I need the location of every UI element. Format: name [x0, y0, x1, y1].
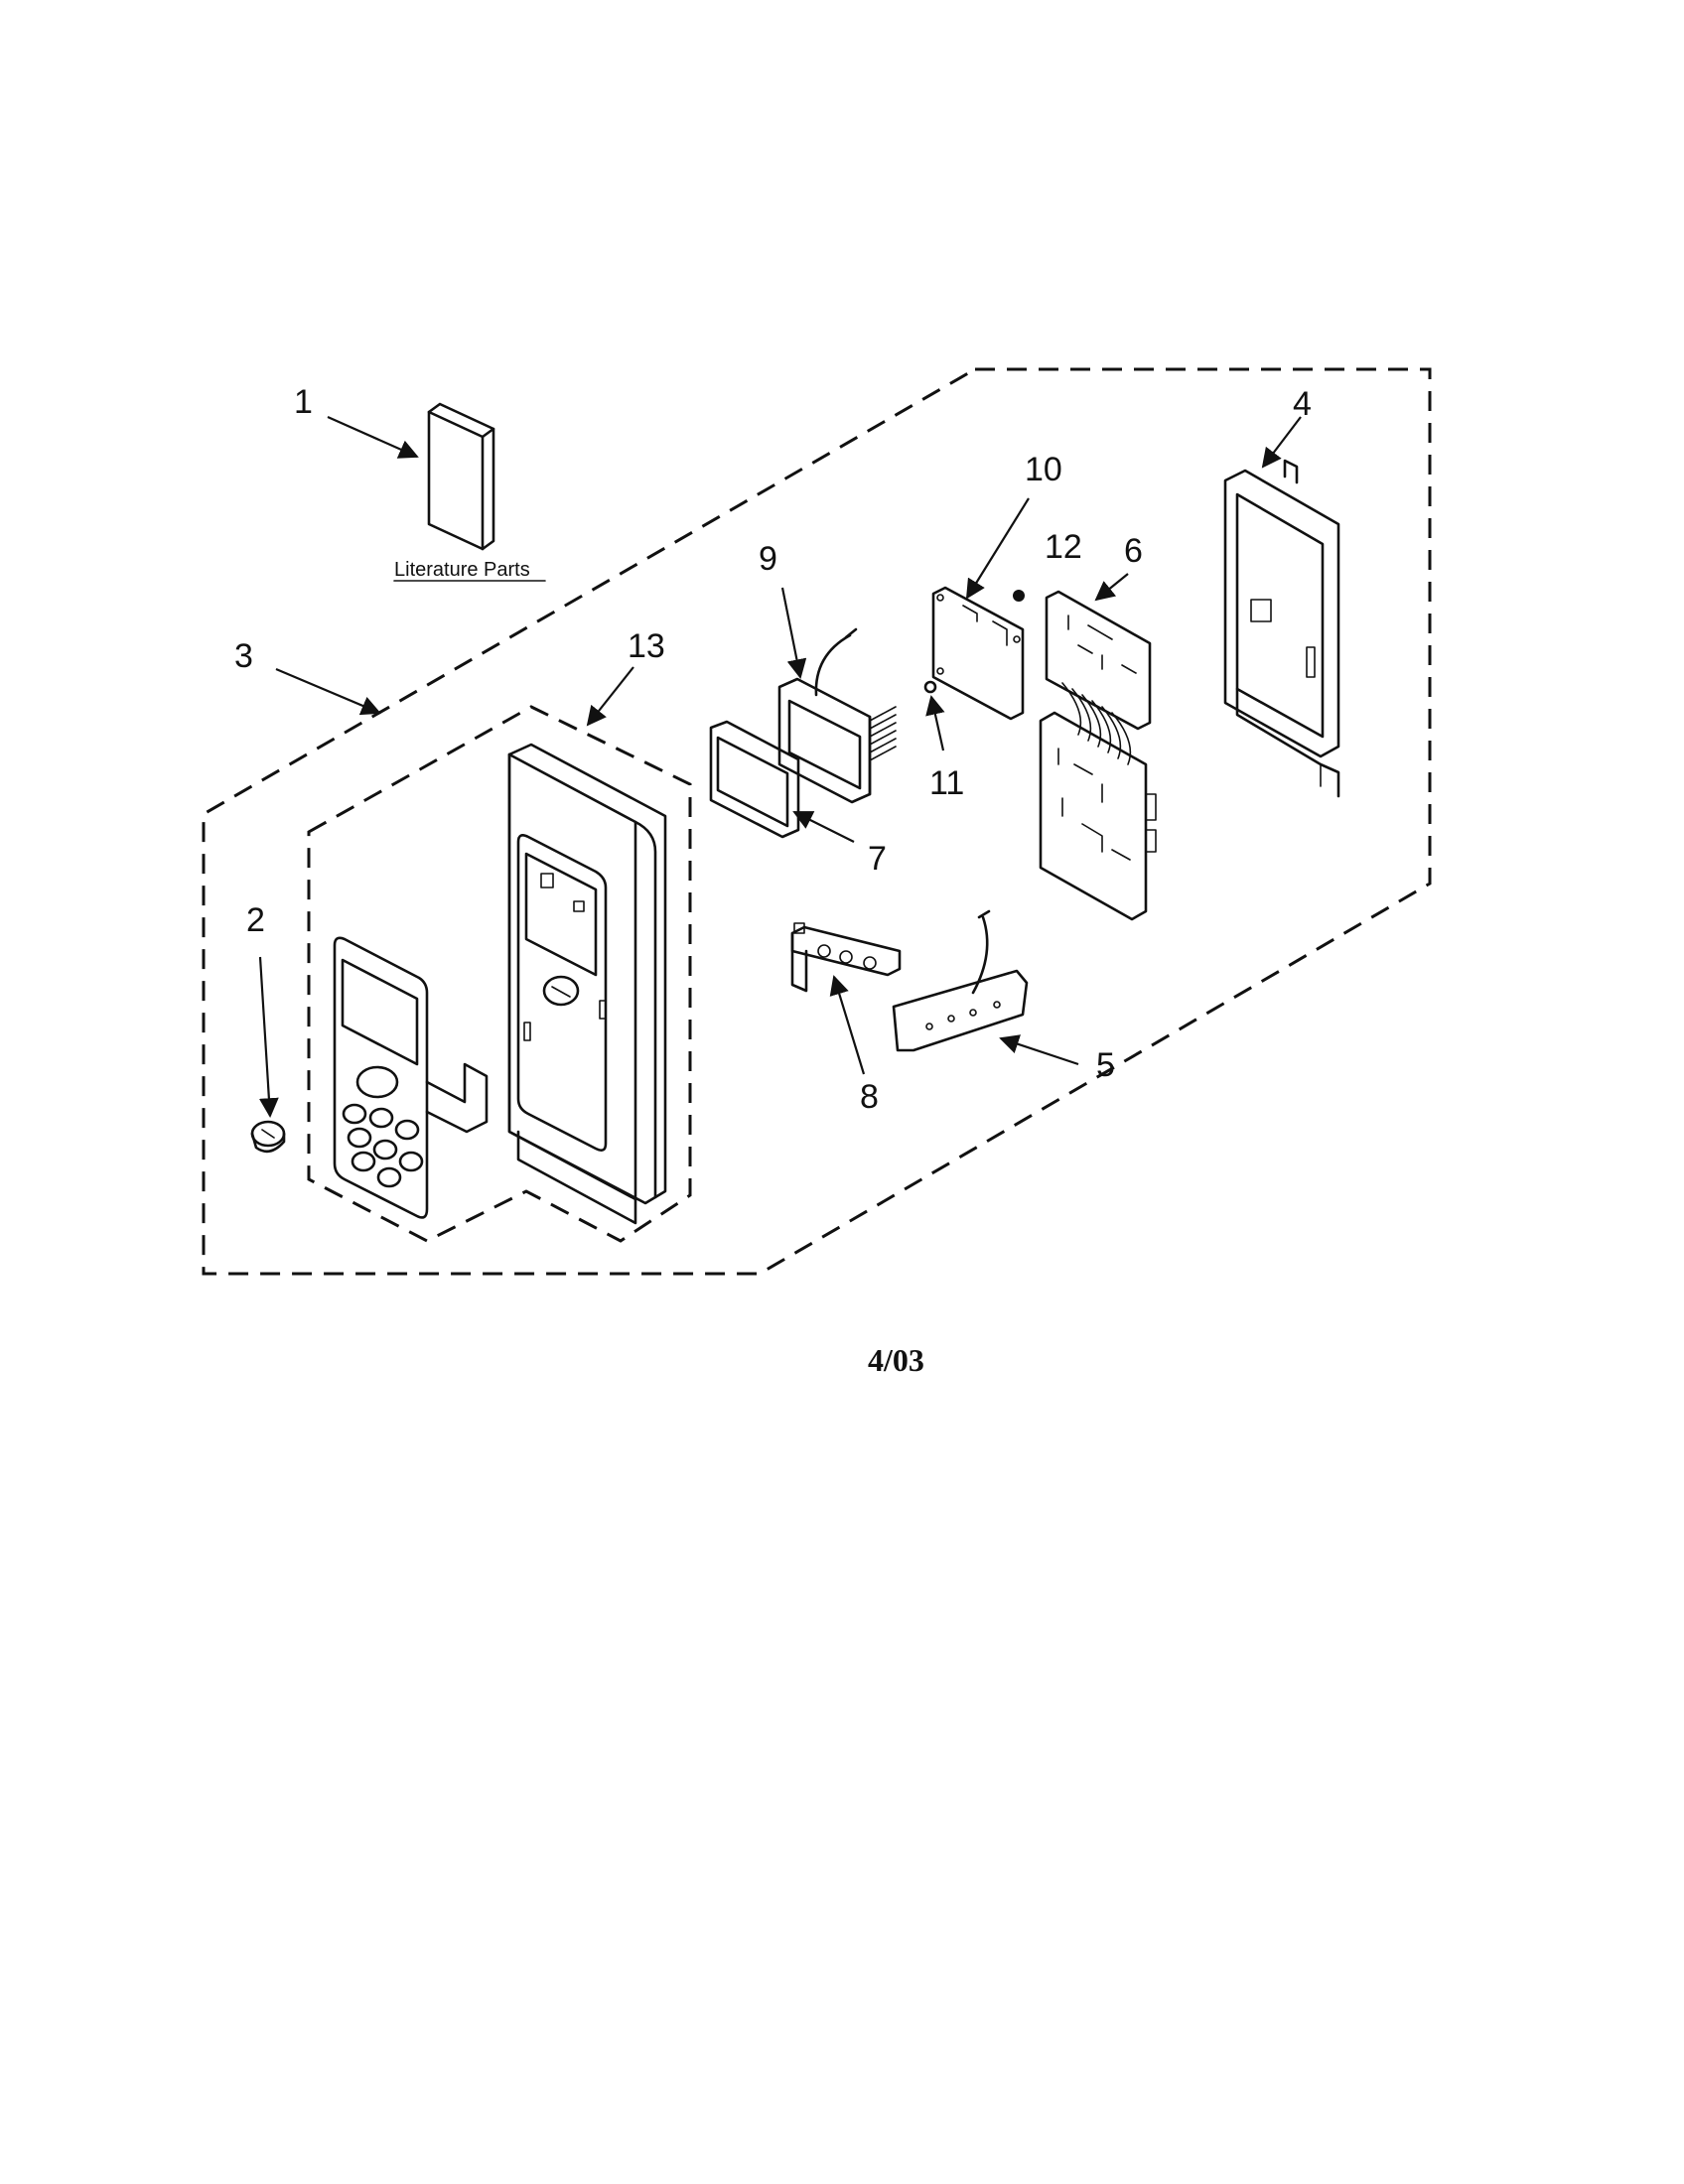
latch-switch-assembly	[790, 922, 902, 993]
literature-parts-label: Literature Parts	[394, 559, 530, 581]
display-window-gasket	[709, 720, 800, 839]
callout-10: 10	[1025, 451, 1062, 488]
screw-11	[923, 680, 937, 694]
leader-1	[327, 415, 419, 459]
control-board-lower	[1039, 711, 1157, 921]
callout-1: 1	[294, 383, 313, 421]
leader-10	[965, 497, 1030, 600]
leader-6	[1094, 573, 1129, 602]
callout-13: 13	[628, 627, 665, 665]
callout-5: 5	[1096, 1046, 1115, 1084]
date-code: 4/03	[868, 1342, 924, 1378]
callout-12: 12	[1045, 528, 1082, 566]
literature-parts-booklet	[427, 402, 495, 551]
assembly-boundary-inner	[307, 705, 692, 1243]
lcd-display-assembly	[777, 627, 897, 804]
screw-12	[1013, 590, 1025, 602]
callout-3: 3	[234, 637, 253, 675]
keypad-overlay	[333, 936, 489, 1219]
callout-2: 2	[246, 901, 265, 939]
leader-2	[258, 956, 279, 1118]
callout-6: 6	[1124, 532, 1143, 570]
callout-7: 7	[868, 840, 887, 878]
leader-8	[829, 975, 866, 1075]
leader-7	[792, 811, 855, 843]
leader-9	[780, 587, 807, 679]
assembly-boundary-outer	[202, 367, 1432, 1276]
control-board-upper	[1045, 590, 1152, 765]
control-panel-frame	[507, 743, 667, 1225]
callout-4: 4	[1293, 385, 1312, 423]
leader-13	[586, 666, 634, 727]
callout-11: 11	[929, 764, 964, 802]
control-knob	[250, 1120, 286, 1154]
leader-4	[1261, 416, 1302, 469]
sensor-board	[892, 909, 1029, 1052]
leader-11	[925, 695, 945, 751]
callout-8: 8	[860, 1078, 879, 1116]
circuit-plate	[931, 586, 1025, 721]
leader-3	[275, 667, 381, 716]
mounting-bracket	[1223, 459, 1340, 798]
callout-9: 9	[759, 540, 777, 578]
leader-5	[999, 1034, 1079, 1066]
